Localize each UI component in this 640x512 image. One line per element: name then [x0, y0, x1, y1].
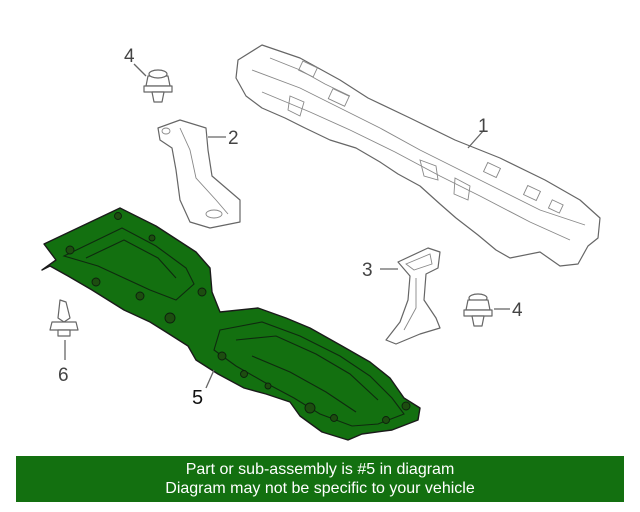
bracket-lower-part[interactable] — [385, 247, 441, 345]
banner-line-2: Diagram may not be specific to your vehi… — [165, 480, 475, 497]
callout-4-top: 4 — [124, 46, 147, 77]
radiator-support-part[interactable] — [235, 44, 601, 267]
push-clip-right-part[interactable] — [463, 293, 493, 327]
callout-2: 2 — [208, 128, 239, 149]
callout-3: 3 — [362, 260, 398, 281]
callout-number-6: 6 — [58, 365, 69, 386]
callout-number-1: 1 — [478, 116, 489, 137]
parts-diagram: 1 4 2 3 4 — [41, 44, 601, 441]
callout-number-4-top: 4 — [124, 46, 135, 67]
callout-5: 5 — [192, 369, 215, 409]
retainer-part[interactable] — [49, 299, 79, 337]
splash-shield-part[interactable] — [41, 207, 421, 441]
banner-line-1: Part or sub-assembly is #5 in diagram — [185, 461, 455, 478]
callout-6: 6 — [58, 340, 69, 386]
callout-number-4-right: 4 — [512, 300, 523, 321]
push-clip-top-part[interactable] — [143, 69, 173, 103]
callout-4-right: 4 — [494, 300, 523, 321]
info-banner: Part or sub-assembly is #5 in diagram Di… — [16, 456, 624, 502]
callout-number-5: 5 — [192, 387, 203, 409]
callout-1: 1 — [467, 116, 489, 149]
callout-number-2: 2 — [228, 128, 239, 149]
callout-number-3: 3 — [362, 260, 373, 281]
bracket-upper-part[interactable] — [157, 119, 241, 229]
